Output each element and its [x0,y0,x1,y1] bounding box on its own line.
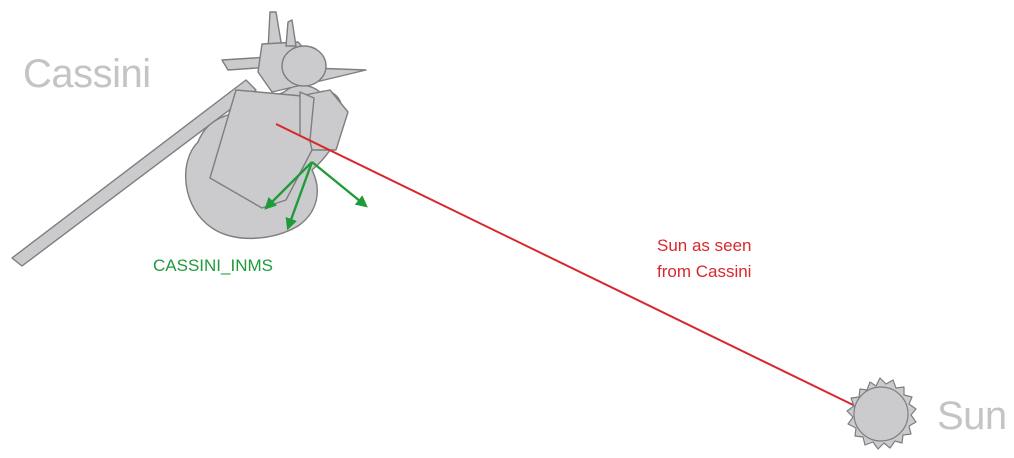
cassini-spacecraft-icon [11,11,367,267]
sun-disk [853,386,909,442]
inms-axis-x [264,161,313,210]
sun-vector-arrow [275,123,887,422]
inms-frame-axes [264,161,368,231]
inms-axis-z [311,161,368,208]
upper-dome [281,45,327,87]
top-spike [285,19,297,47]
sun-label: Sun [937,394,1007,438]
sun-icon [846,377,917,450]
inms-axis-y [285,161,314,231]
sun-vector-label: Sun as seen from Cassini [657,233,752,284]
cassini-label: Cassini [23,52,151,96]
inms-frame-label: CASSINI_INMS [153,256,273,275]
sun-vector-label-line1: Sun as seen [657,236,752,255]
magnetometer-boom [11,79,257,267]
sun-vector-label-line2: from Cassini [657,261,752,281]
